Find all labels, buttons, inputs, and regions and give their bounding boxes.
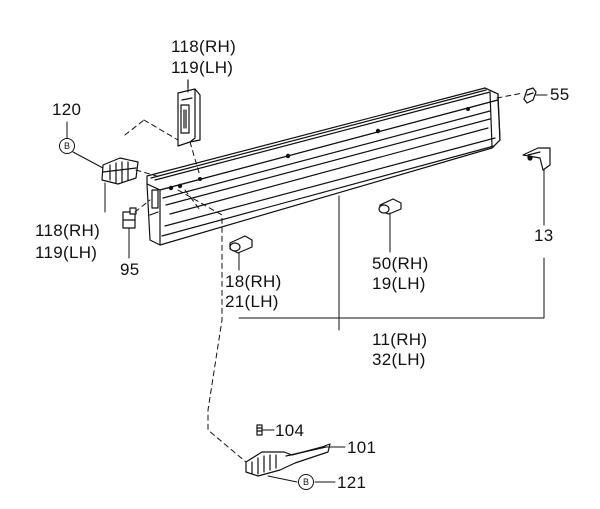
callout-11: 11(RH) [372,330,428,349]
tailgate-panel [146,87,501,246]
callout-32: 32(LH) [372,350,426,369]
hinge-bracket-top [177,79,201,147]
callout-120: 120 [52,100,82,119]
callout-19: 19(LH) [372,274,426,293]
bolt-badge-bottom: B [298,474,314,490]
striker-13 [522,147,551,171]
callout-104: 104 [275,421,305,440]
assembly-dashed-lines [124,92,524,463]
leader-lines [66,79,548,483]
bolt-badge-top: B [59,138,75,154]
callout-119-top: 119(LH) [171,58,234,77]
bumper-18 [229,235,253,254]
handle-101 [245,443,331,477]
hinge-bracket-left [101,157,139,185]
callout-18: 18(RH) [225,272,282,291]
callout-119-left: 119(LH) [35,243,98,262]
latch-55 [523,87,537,104]
callout-50: 50(RH) [372,254,429,273]
callout-101: 101 [347,438,377,457]
callout-118-top: 118(RH) [171,37,237,56]
callout-121: 121 [337,473,367,492]
callout-13: 13 [534,226,554,245]
bumper-50 [378,198,402,215]
clip-95 [122,207,137,229]
callout-55: 55 [550,85,570,104]
callout-21: 21(LH) [225,292,279,311]
screw-104 [256,424,263,436]
callout-95: 95 [120,260,140,279]
callout-118-left: 118(RH) [35,221,101,240]
